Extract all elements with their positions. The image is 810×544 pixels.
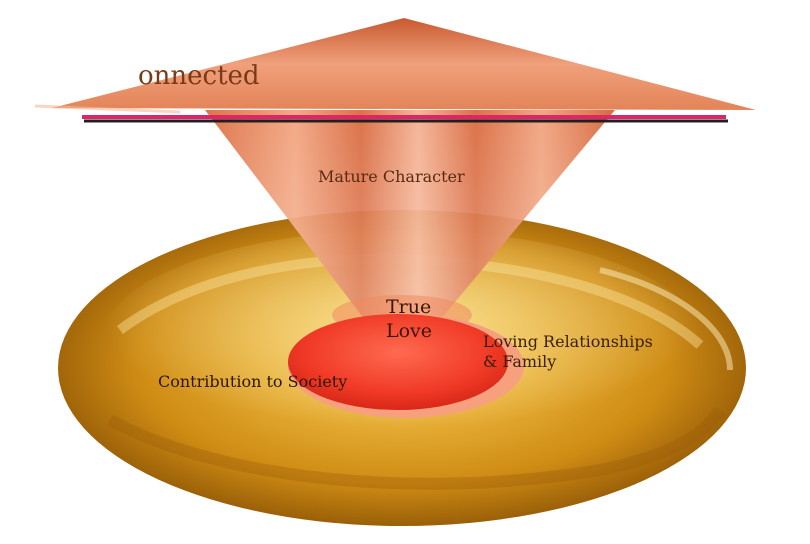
true-love-line-2: Love xyxy=(386,319,433,342)
diagram-title: onnected xyxy=(138,61,260,91)
contribution-label: Contribution to Society xyxy=(158,372,348,391)
true-love-line-1: True xyxy=(386,296,432,318)
loving-relationships-label: Loving Relationships & Family xyxy=(483,332,653,372)
cone-cap xyxy=(52,18,756,110)
disc-swirl-3 xyxy=(599,267,733,371)
mature-character-label: Mature Character xyxy=(318,167,465,186)
loving-line-1: Loving Relationships xyxy=(483,332,653,351)
true-love-label: True Love xyxy=(386,296,432,344)
cone-fade xyxy=(205,110,615,320)
cap-left-edge xyxy=(34,104,181,114)
disc-swirl-2 xyxy=(107,406,725,490)
center-core xyxy=(288,314,508,410)
loving-line-2: & Family xyxy=(483,352,557,371)
